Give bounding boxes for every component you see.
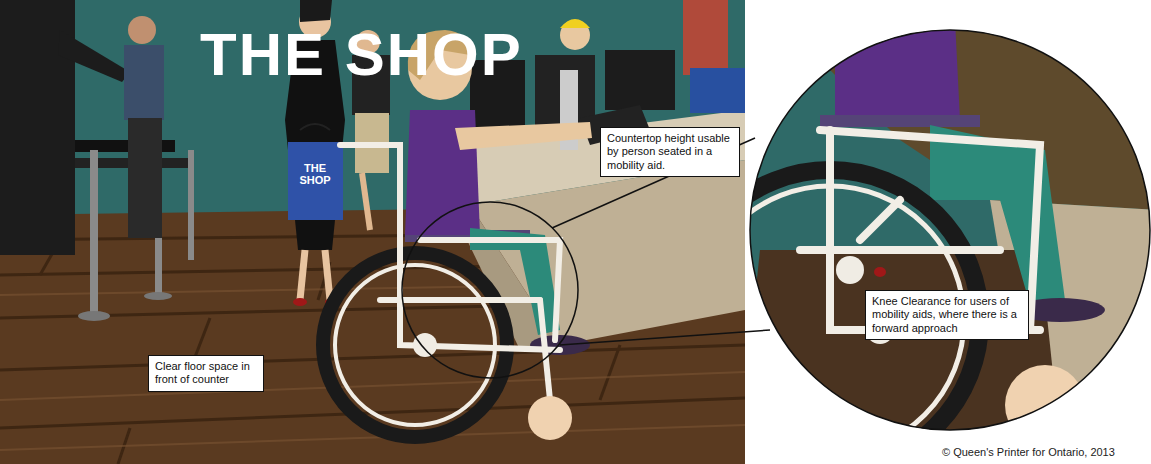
callout-text: Clear floor space in front of counter <box>155 360 257 387</box>
customer-woman-part <box>362 173 370 230</box>
customer-man <box>124 16 164 238</box>
queue-stanchions-part <box>144 292 172 300</box>
wheelchair-user-part-part <box>380 297 540 303</box>
zoom-indicator-part <box>560 330 770 345</box>
copyright-note: © Queen's Printer for Ontario, 2013 <box>942 446 1115 458</box>
woman-with-bag-part <box>293 298 307 306</box>
bag-print: THE SHOP <box>290 162 340 186</box>
magnified-view-part <box>930 125 1065 305</box>
standing-man-part <box>58 30 130 82</box>
magnified-view-part-part <box>800 246 1000 254</box>
magnified-view-part <box>836 256 864 284</box>
wheelchair-user-part-part <box>540 300 550 400</box>
floor-planks-part <box>0 345 745 370</box>
floor-grain-part <box>0 372 745 400</box>
magnified-border <box>750 30 1150 430</box>
queue-stanchions-part <box>188 150 194 260</box>
queue-stanchions-part <box>90 150 98 315</box>
woman-with-bag-part <box>325 250 330 300</box>
customer-man-part <box>124 45 164 120</box>
wheelchair-user-part-part <box>340 145 400 240</box>
cashier-part <box>560 19 590 28</box>
standing-man <box>0 0 130 255</box>
wheelchair-user-part-part <box>420 240 560 340</box>
wheelchair-user-part <box>528 396 572 440</box>
woman-with-bag-part <box>300 0 332 22</box>
callout-box: Knee Clearance for users of mobility aid… <box>865 290 1029 340</box>
wheelchair-user <box>323 30 592 440</box>
callout-text: Knee Clearance for users of mobility aid… <box>872 295 1022 335</box>
magnified-view-part <box>1005 365 1085 445</box>
woman-with-bag-part <box>300 250 305 300</box>
callout-box: Clear floor space in front of counter <box>148 355 264 392</box>
wheelchair-user-part <box>455 122 592 150</box>
floor-planks-part <box>600 345 620 400</box>
store-sign: THE SHOP <box>200 22 523 88</box>
queue-stanchions-part <box>78 311 110 321</box>
shop-scene <box>0 0 745 464</box>
callout-box: Countertop height usable by person seate… <box>600 127 740 177</box>
cashier-part <box>560 20 590 50</box>
service-counter-part <box>690 68 745 113</box>
magnified-view-part-part <box>860 200 900 240</box>
cashier-part <box>683 0 728 75</box>
magnified-view-part <box>835 20 960 120</box>
shopping-bag <box>288 142 343 220</box>
wheelchair-user-part <box>340 145 560 400</box>
magnified-view-part <box>874 267 886 277</box>
magnified-view-part <box>820 115 980 127</box>
zoom-indicator-part <box>402 202 578 378</box>
service-counter-part <box>605 50 675 110</box>
callout-text: Countertop height usable by person seate… <box>607 132 733 172</box>
woman-with-bag-part <box>300 124 330 130</box>
magnified-view <box>680 20 1151 464</box>
wheelchair-user-part <box>413 333 437 357</box>
customer-man-part <box>128 16 156 44</box>
customer-man-part <box>128 118 162 238</box>
